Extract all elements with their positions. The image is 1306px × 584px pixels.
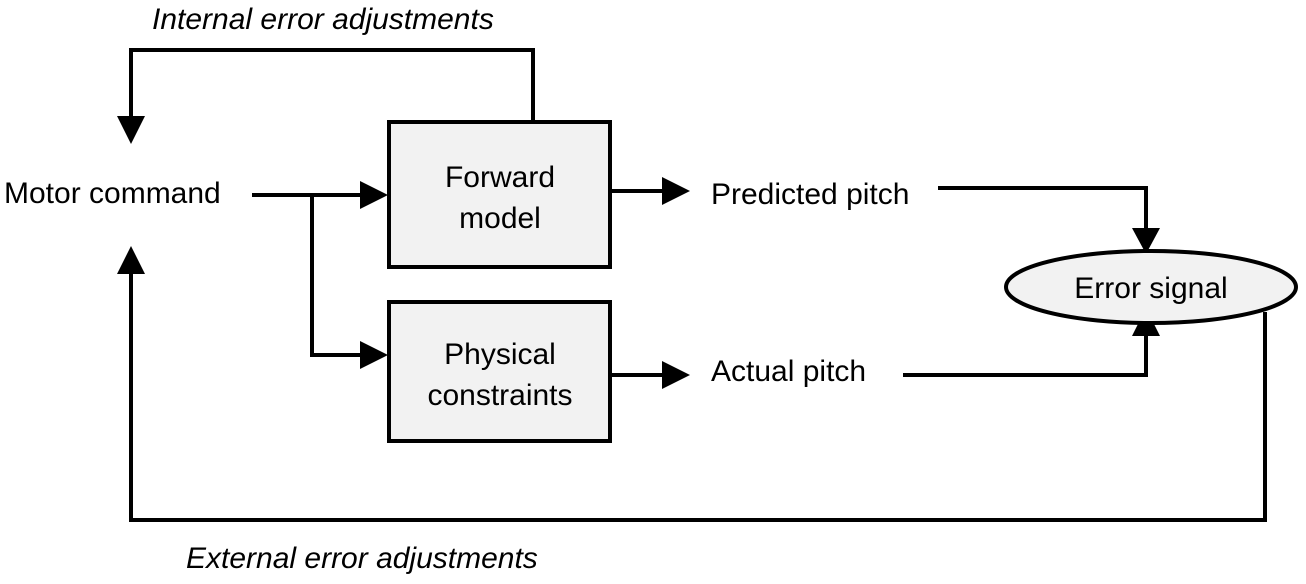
predicted-pitch-label: Predicted pitch [711,178,909,211]
physical-constraints-label-line1: Physical [444,338,556,371]
actual-pitch-label: Actual pitch [711,355,866,388]
physical-constraints-box: Physical constraints [387,300,612,443]
forward-model-label-line1: Forward [445,161,555,194]
motor-command-label: Motor command [4,177,221,210]
motor-to-physical-arrow [310,195,388,369]
forward-model-label-line2: model [459,202,541,235]
forward-to-predicted-arrow [612,177,690,205]
internal-adjustments-label: Internal error adjustments [152,3,494,36]
predicted-to-error-arrow [938,186,1160,254]
physical-to-actual-arrow [612,361,690,389]
external-adjustments-label: External error adjustments [186,542,538,575]
error-signal-label: Error signal [1074,272,1227,305]
external-feedback-arrow [117,246,1267,522]
error-signal-node: Error signal [1004,249,1298,325]
physical-constraints-label-line2: constraints [427,379,572,412]
motor-to-forward-arrow [252,181,388,209]
forward-model-box: Forward model [387,120,612,269]
internal-feedback-arrow [117,48,535,144]
